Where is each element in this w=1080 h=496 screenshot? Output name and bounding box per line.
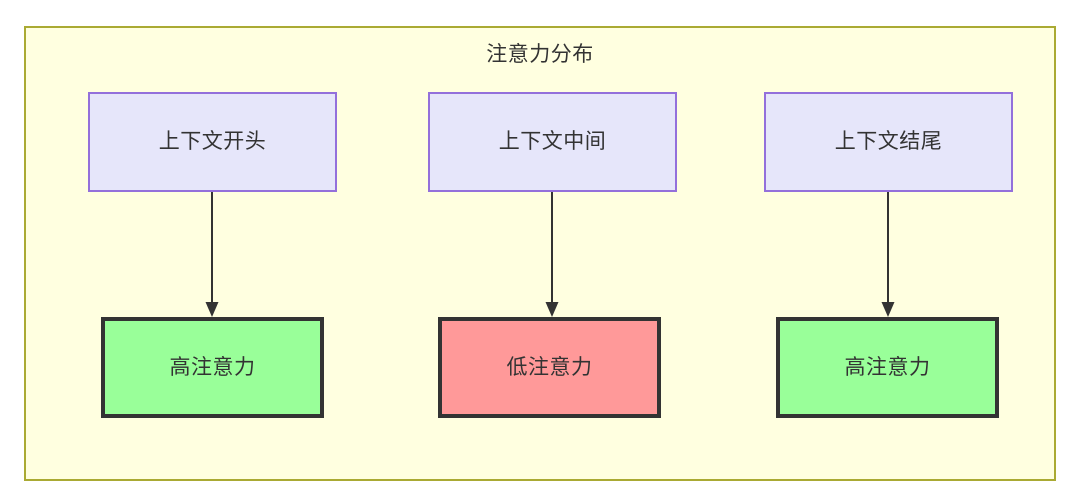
arrow-context-middle-to-low-attention bbox=[545, 192, 559, 317]
node-high-attention-end-label: 高注意力 bbox=[844, 355, 931, 379]
arrow-context-end-to-high-attention bbox=[881, 192, 895, 317]
node-context-start[interactable]: 上下文开头 bbox=[88, 92, 337, 192]
node-high-attention-end[interactable]: 高注意力 bbox=[776, 317, 999, 418]
diagram-title: 注意力分布 bbox=[486, 43, 594, 66]
attention-distribution-container: 注意力分布 上下文开头 上下文中间 上下文结尾 bbox=[24, 26, 1056, 481]
node-context-middle-label: 上下文中间 bbox=[498, 130, 607, 153]
node-context-middle[interactable]: 上下文中间 bbox=[428, 92, 677, 192]
node-low-attention-middle[interactable]: 低注意力 bbox=[438, 317, 661, 418]
arrow-context-start-to-high-attention bbox=[205, 192, 219, 317]
node-low-attention-middle-label: 低注意力 bbox=[506, 355, 593, 379]
node-high-attention-start[interactable]: 高注意力 bbox=[101, 317, 324, 418]
node-context-end[interactable]: 上下文结尾 bbox=[764, 92, 1013, 192]
node-context-end-label: 上下文结尾 bbox=[834, 130, 943, 153]
node-context-start-label: 上下文开头 bbox=[158, 130, 267, 153]
node-high-attention-start-label: 高注意力 bbox=[169, 355, 256, 379]
